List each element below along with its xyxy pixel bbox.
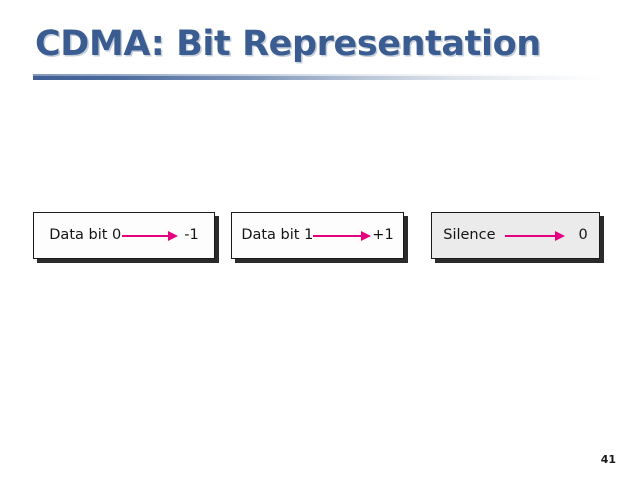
mapping-value: -1 (184, 227, 199, 244)
mapping-label: Data bit 0 (49, 227, 122, 244)
mapping-value: +1 (372, 227, 394, 244)
arrow-head (554, 230, 565, 241)
arrow-head (168, 230, 179, 241)
right-arrow-icon (313, 230, 372, 242)
arrow-shaft (122, 234, 171, 237)
title-underline-highlight (33, 74, 603, 76)
page-number: 41 (600, 453, 616, 466)
arrow-shaft (504, 234, 557, 237)
right-arrow-icon (122, 230, 179, 242)
mapping-box-data-bit-1: Data bit 1 +1 (231, 212, 404, 259)
mapping-row: Data bit 0 -1 (49, 228, 198, 243)
mapping-value: 0 (578, 227, 588, 244)
mapping-box-silence: Silence 0 (431, 212, 600, 259)
right-arrow-icon (504, 230, 565, 242)
mapping-row: Silence 0 (443, 228, 588, 243)
title-underline-rule (33, 74, 603, 80)
mapping-box-data-bit-0: Data bit 0 -1 (33, 212, 215, 259)
mapping-label: Data bit 1 (241, 227, 314, 244)
mapping-label: Silence (443, 227, 496, 244)
arrow-shaft (313, 234, 364, 237)
mapping-row: Data bit 1 +1 (241, 228, 393, 243)
arrow-head (361, 230, 372, 241)
page-title: CDMA: Bit Representation (35, 24, 541, 64)
